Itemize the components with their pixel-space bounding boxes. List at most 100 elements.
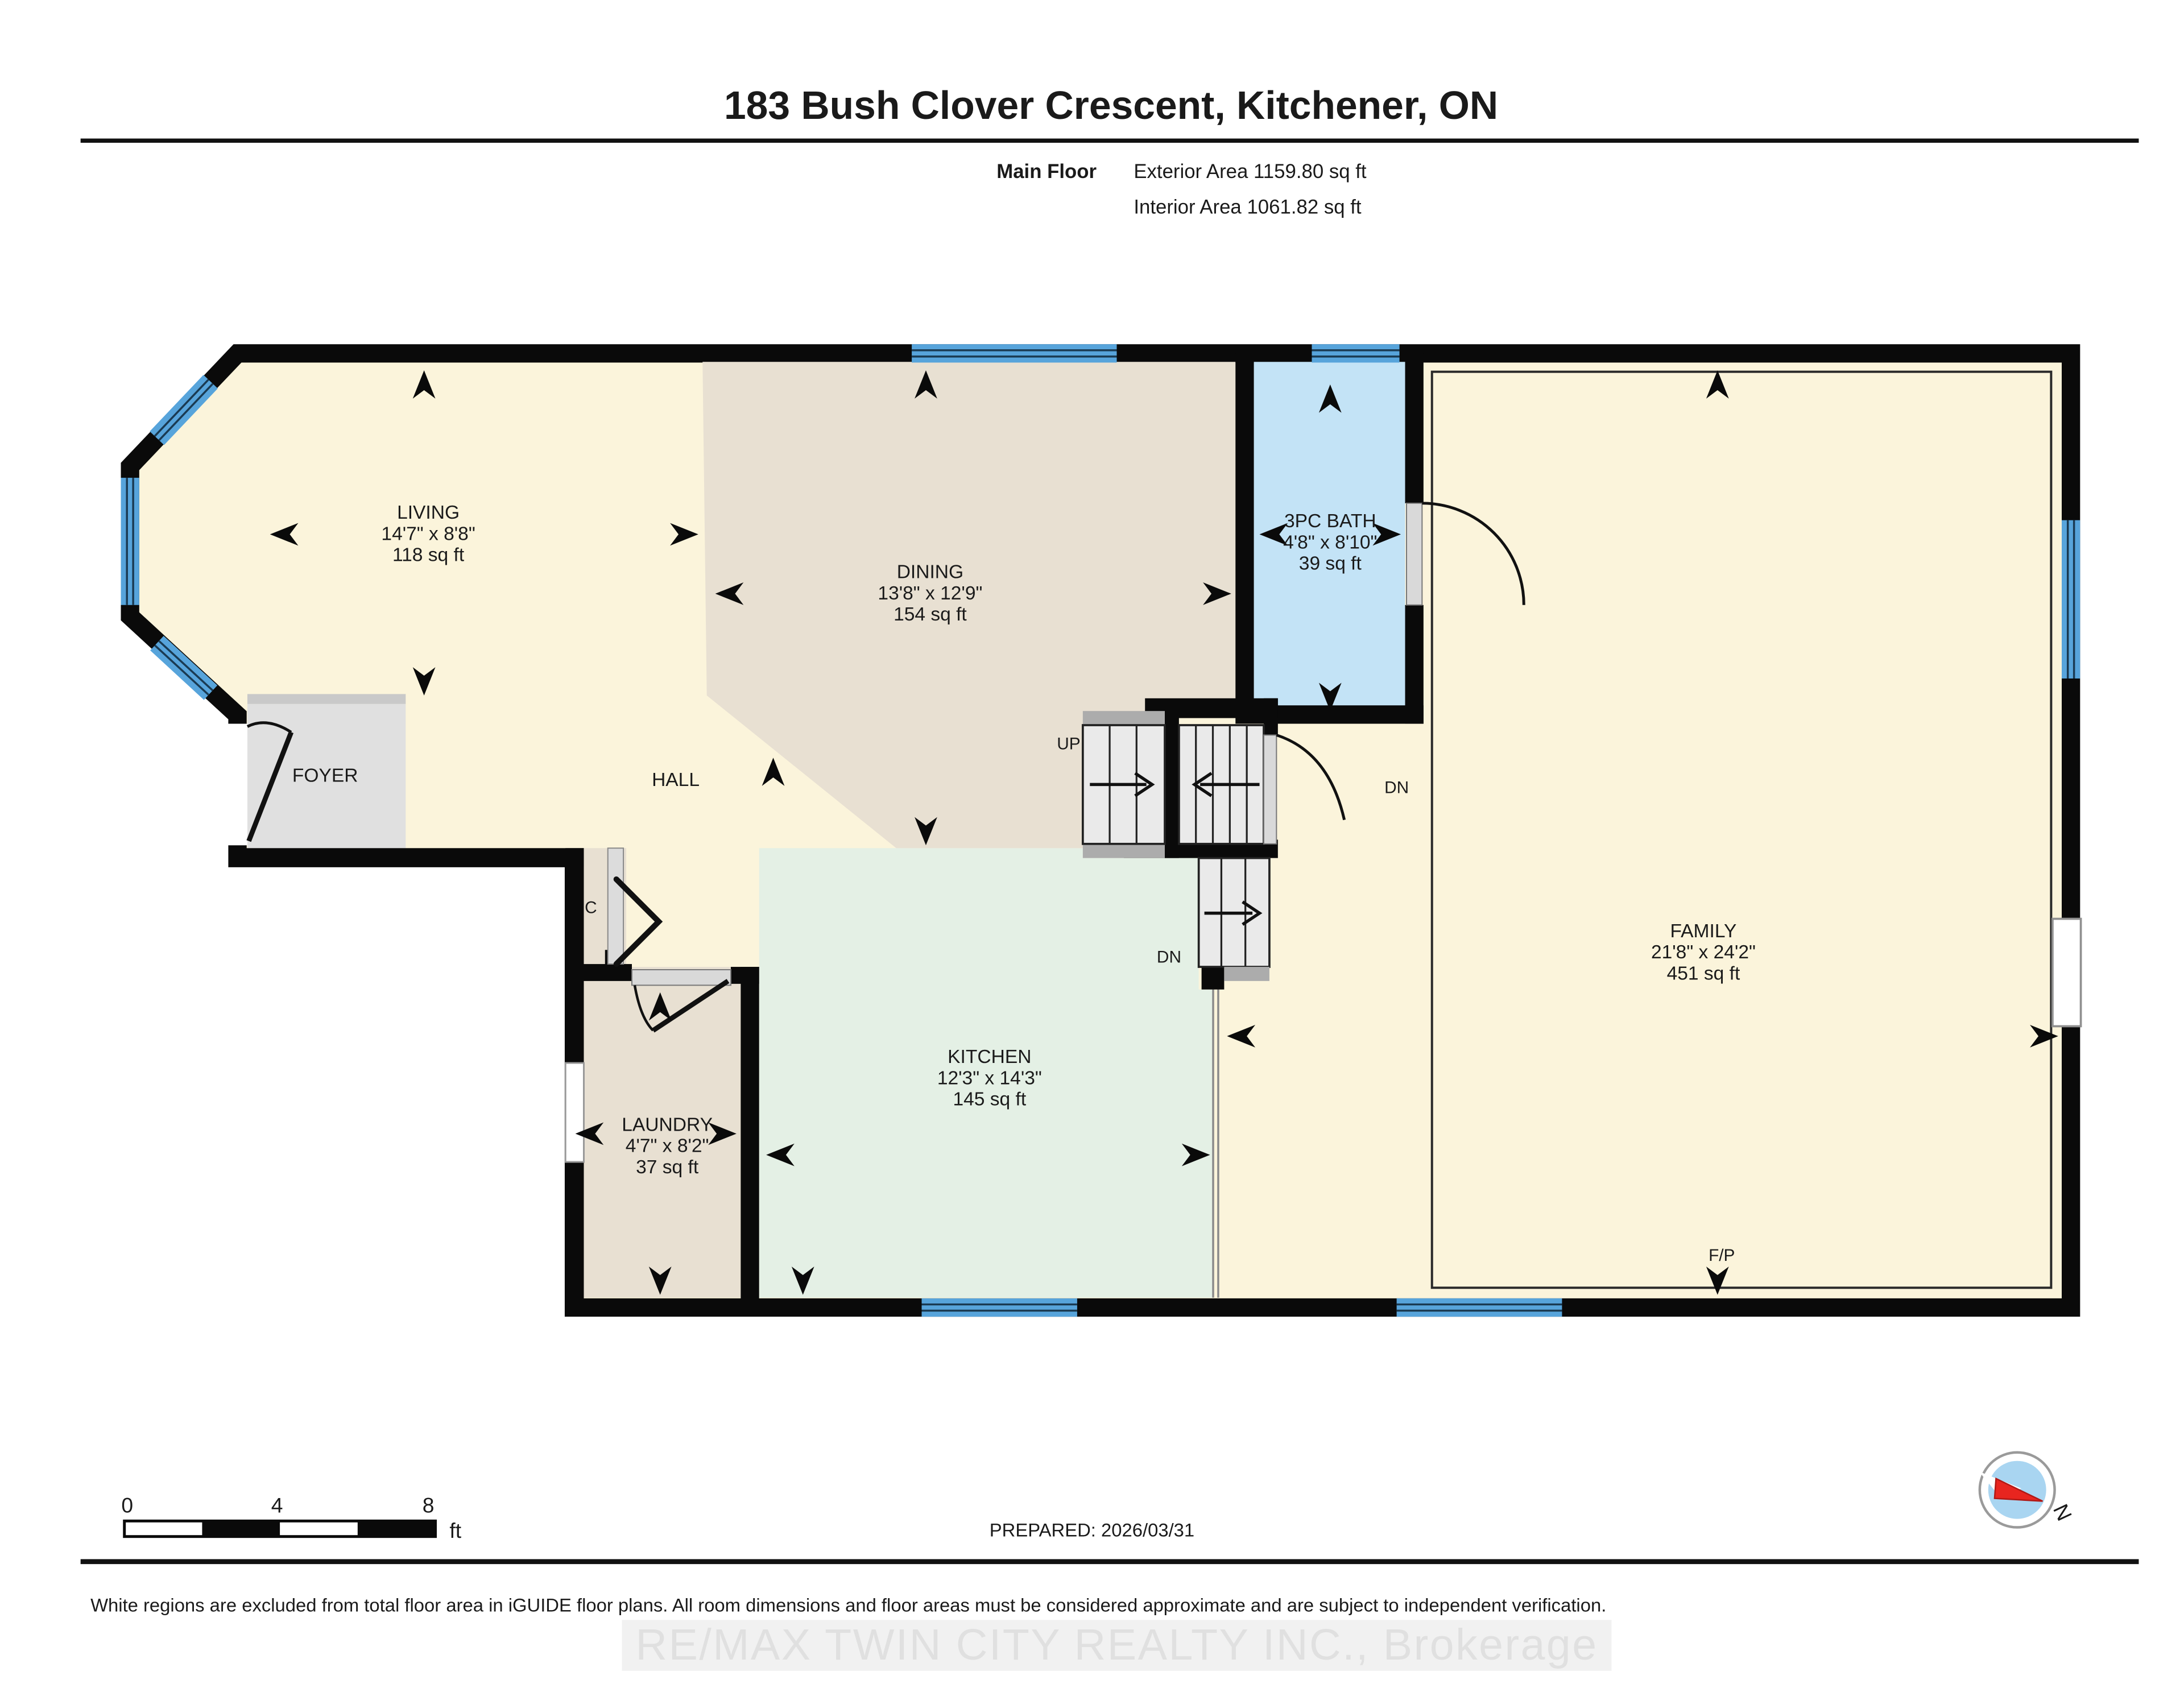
front-door-icon	[228, 721, 294, 846]
hall-label: HALL	[652, 769, 700, 791]
arrow-up-icon	[915, 370, 937, 399]
kitchen-window-icon	[921, 1298, 1077, 1317]
foyer-label: FOYER	[292, 765, 358, 786]
stair-direction-arrow-icon	[1192, 772, 1213, 797]
living-name: LIVING	[397, 502, 460, 523]
fireplace-niche	[2051, 917, 2082, 1028]
stair-mid-wall	[1165, 711, 1179, 858]
basement-dn-label: DN	[1157, 948, 1181, 967]
arrow-up-icon	[648, 992, 672, 1021]
dining-name: DINING	[897, 562, 963, 583]
family-dims: 21'8" x 24'2"	[1651, 942, 1756, 963]
stairs-dn-label: DN	[1384, 778, 1409, 797]
bath-area: 39 sq ft	[1299, 553, 1362, 574]
laundry-right-wall	[741, 967, 759, 1316]
family-area: 451 sq ft	[1667, 963, 1740, 984]
dining-area: 154 sq ft	[894, 604, 967, 625]
prepared-date: PREPARED: 2026/03/31	[990, 1520, 1194, 1541]
scale-tick-0: 0	[121, 1493, 133, 1517]
stairs-up-label: UP	[1057, 734, 1080, 753]
closet-bifold-door-icon	[607, 847, 663, 967]
kitchen-family-divider	[1212, 989, 1219, 1298]
fireplace-label: F/P	[1709, 1246, 1735, 1265]
laundry-dims: 4'7" x 8'2"	[626, 1136, 709, 1157]
stair-cap	[1082, 711, 1165, 726]
bath-right-wall-upper	[1405, 353, 1424, 503]
family-name: FAMILY	[1670, 921, 1737, 942]
bath-right-wall-lower	[1405, 605, 1424, 724]
arrow-left-icon	[715, 582, 744, 605]
arrow-up-icon	[762, 758, 785, 786]
arrow-down-icon	[648, 1266, 672, 1295]
bath-left-wall	[1235, 353, 1254, 715]
laundry-door-icon	[631, 969, 731, 1033]
staircase	[1081, 711, 1271, 981]
arrow-left-icon	[766, 1143, 795, 1166]
dimension-arrows	[270, 370, 2058, 1295]
bath-name: 3PC BATH	[1284, 511, 1376, 532]
arrow-right-icon	[670, 523, 698, 546]
foyer-bottom-wall	[229, 848, 584, 867]
stair-cap	[1224, 967, 1269, 981]
floor-label: Main Floor	[996, 161, 1097, 183]
arrow-up-icon	[1318, 384, 1342, 413]
header-divider	[80, 138, 2139, 143]
page-title: 183 Bush Clover Crescent, Kitchener, ON	[724, 83, 1498, 127]
family-right-window-icon	[2062, 520, 2080, 679]
interior-area: Interior Area 1061.82 sq ft	[1134, 196, 1362, 218]
arrow-right-icon	[1372, 523, 1401, 546]
foyer-closet-strip	[247, 694, 406, 704]
arrow-left-icon	[270, 523, 299, 546]
basement-stair-nub	[1201, 967, 1225, 990]
kitchen-name: KITCHEN	[948, 1046, 1031, 1068]
brokerage-watermark: RE/MAX TWIN CITY REALTY INC., Brokerage	[622, 1620, 1612, 1671]
stair-direction-arrow-icon	[1134, 772, 1155, 797]
family-room-outline	[1430, 370, 2053, 1289]
arrow-up-icon	[412, 370, 436, 399]
living-dims: 14'7" x 8'8"	[381, 523, 475, 544]
scale-tick-8: 8	[423, 1493, 435, 1517]
compass-icon: N	[1978, 1451, 2077, 1529]
laundry-area: 37 sq ft	[636, 1157, 699, 1178]
scale-tick-4: 4	[271, 1493, 283, 1517]
footer-divider	[80, 1559, 2139, 1565]
arrow-down-icon	[1318, 682, 1342, 711]
disclaimer-text: White regions are excluded from total fl…	[90, 1594, 1606, 1615]
bath-dims: 4'8" x 8'10"	[1283, 532, 1377, 553]
bay-window-upper-icon	[150, 375, 218, 445]
dining-window-icon	[912, 344, 1117, 363]
room-labels: LIVING 14'7" x 8'8" 118 sq ft DINING 13'…	[292, 502, 1756, 1265]
living-area: 118 sq ft	[392, 545, 465, 566]
family-bottom-window-icon	[1396, 1298, 1562, 1317]
arrow-left-icon	[1227, 1024, 1256, 1048]
arrow-down-icon	[412, 667, 436, 696]
kitchen-floor	[759, 848, 1213, 1298]
bath-door-icon	[1406, 502, 1525, 606]
arrow-right-icon	[2030, 1024, 2058, 1048]
closet-label: C	[585, 899, 597, 917]
arrow-down-icon	[915, 817, 937, 846]
laundry-window-icon	[564, 1062, 585, 1163]
doors	[228, 502, 2082, 1033]
bay-window-left-icon	[121, 478, 139, 605]
arrow-down-icon	[1706, 1266, 1729, 1295]
exterior-area: Exterior Area 1159.80 sq ft	[1134, 161, 1367, 183]
kitchen-area: 145 sq ft	[953, 1089, 1026, 1110]
dining-dims: 13'8" x 12'9"	[878, 583, 982, 604]
stair-cap	[1082, 843, 1165, 858]
arrow-left-icon	[575, 1122, 604, 1145]
kitchen-dims: 12'3" x 14'3"	[937, 1068, 1042, 1089]
arrow-right-icon	[1203, 582, 1231, 605]
windows	[121, 344, 2080, 1317]
arrow-right-icon	[1181, 1143, 1210, 1166]
bay-window-lower-icon	[150, 636, 218, 700]
laundry-name: LAUNDRY	[622, 1114, 713, 1135]
arrow-up-icon	[1706, 370, 1729, 399]
stair-direction-arrow-icon	[1242, 900, 1263, 926]
stair-right-stub	[1263, 698, 1278, 735]
arrow-left-icon	[1259, 523, 1288, 546]
arrow-down-icon	[791, 1266, 814, 1295]
watermark-text: RE/MAX TWIN CITY REALTY INC., Brokerage	[635, 1620, 1598, 1669]
